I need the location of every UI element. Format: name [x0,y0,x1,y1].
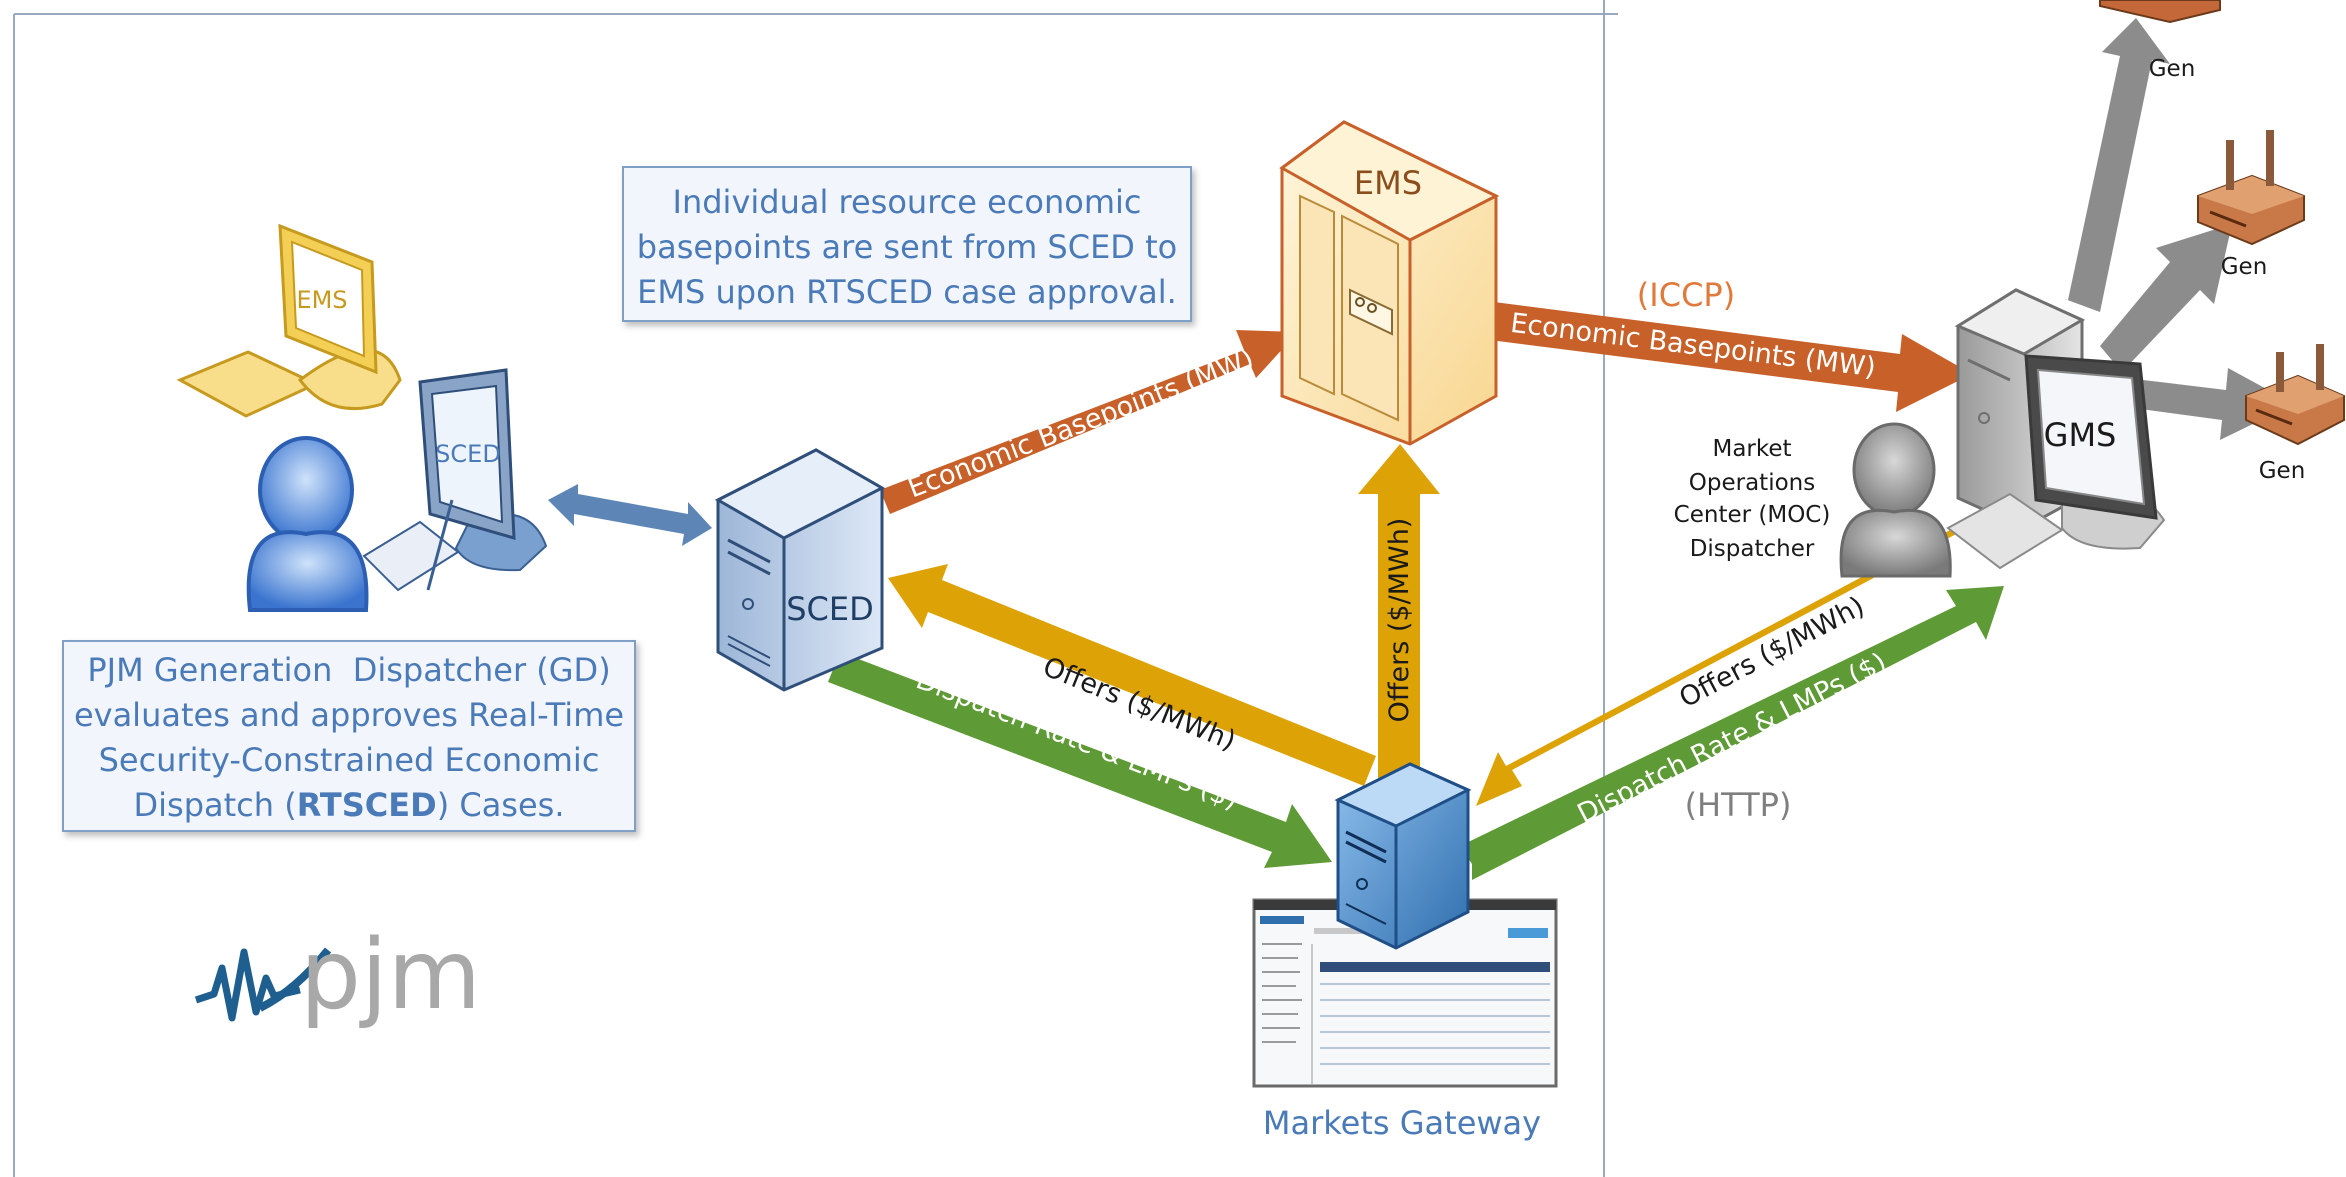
gen-factory-icons: Gen Gen Gen [2099,0,2345,484]
sced-monitor-label: SCED [435,440,501,468]
ems-server-icon: EMS [1279,120,1500,446]
arrow-workstation-sced [548,484,712,546]
gen-factory-3-icon [2245,344,2345,446]
callout-gd-rtsced-bold: RTSCED [296,786,437,824]
gen-label-1: Gen [2149,56,2196,82]
arrow-mg-to-sced-offers [888,564,1376,786]
moc-dispatcher-label: Market Operations Center (MOC) Dispatche… [1674,436,1831,562]
arrow-sced-to-ems [880,330,1298,514]
arrow-gms-to-gen-2 [2100,224,2232,372]
gms-workstation-icon: GMS [1839,288,2166,578]
callout-gd-line-4-pre: Dispatch ( [133,786,297,824]
arrow-label-mg-to-ems-offers: Offers ($/MWh) [1384,518,1415,723]
callout-gd-line-4-post: ) Cases. [436,786,565,824]
callout-gd-line-2: evaluates and approves Real-Time [73,696,625,734]
gen-label-2: Gen [2221,254,2268,280]
moc-person-icon [1852,422,1936,518]
callout-individual-line-2: basepoints are sent from SCED to [636,228,1178,266]
ems-server-label: EMS [1354,164,1422,202]
keyboard-icon [176,350,320,418]
pjm-logo-wave-icon [194,948,301,1022]
gd-person-icon [258,436,354,544]
sced-server-label: SCED [786,590,874,628]
pjm-logo-text: pjm [300,919,481,1031]
markets-gateway-icon: Markets Gateway [1252,762,1558,1142]
gms-label: GMS [2044,416,2117,454]
callout-gd-line-1: PJM Generation Dispatcher (GD) [87,651,611,689]
pjm-logo: pjm [194,919,481,1031]
callout-individual-line-3: EMS upon RTSCED case approval. [637,273,1177,311]
gen-factory-1-icon [2099,0,2221,24]
callout-gd-approval: PJM Generation Dispatcher (GD) evaluates… [62,640,636,832]
ems-monitor-label: EMS [296,286,347,314]
gd-workstation-icon: EMS SCED [176,223,548,612]
http-label: (HTTP) [1685,786,1792,824]
callout-gd-line-3: Security-Constrained Economic [98,741,600,779]
markets-gateway-label: Markets Gateway [1263,1104,1541,1142]
moc-line-4: Dispatcher [1690,536,1815,562]
arrow-mg-to-ems-offers [1358,444,1440,778]
iccp-label: (ICCP) [1637,276,1735,314]
arrow-sced-to-mg-dispatch [828,652,1332,868]
callout-individual-line-1: Individual resource economic [672,183,1142,221]
gen-factory-2-icon [2197,130,2305,246]
arrow-mg-to-moc-dispatch [1460,586,2004,880]
callout-individual-basepoints: Individual resource economic basepoints … [622,166,1192,322]
gen-label-3: Gen [2259,458,2306,484]
gms-keyboard-icon [1946,492,2064,570]
sced-server-icon: SCED [714,448,886,692]
moc-line-2: Operations [1689,470,1815,496]
callout-gd-line-4: Dispatch (RTSCED) Cases. [64,783,634,828]
arrow-label-sced-to-ems: Economic Basepoints (MW) [904,344,1258,505]
moc-line-3: Center (MOC) [1674,502,1831,528]
arrow-gms-to-gen-1 [2062,18,2170,312]
moc-line-1: Market [1712,436,1791,462]
arrow-ems-to-gms [1490,302,1972,412]
